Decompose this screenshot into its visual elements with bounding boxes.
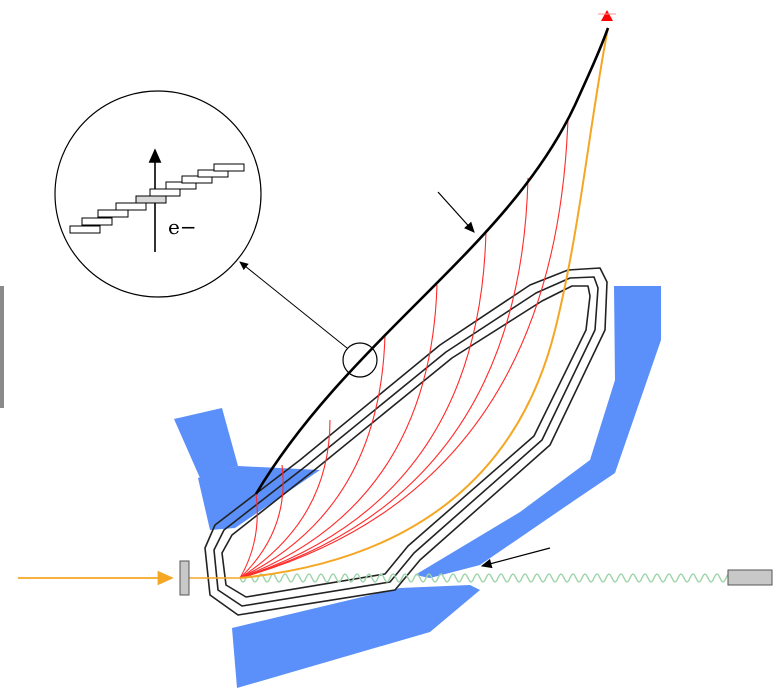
red-trajectory (239, 419, 331, 579)
chamber-outline-inner (221, 285, 591, 598)
red-trajectory (239, 177, 529, 579)
red-trajectory (239, 493, 258, 579)
red-trajectory (239, 284, 438, 579)
detector-block (727, 569, 773, 586)
red-trajectory (239, 334, 386, 579)
pointer-arrow-envelope (437, 191, 475, 233)
red-trajectory (239, 464, 284, 579)
red-trajectory (239, 229, 487, 579)
photon-wave (239, 573, 729, 583)
magnet-upper-left (174, 408, 238, 478)
vacuum-chamber (204, 267, 608, 616)
inset-magnifier: e− (54, 90, 262, 298)
magnet-left-wedge (198, 466, 320, 530)
black-envelope-curve (254, 27, 610, 495)
electron-label: e− (168, 215, 197, 239)
red-arrowhead (601, 10, 613, 21)
magnet-right-large (415, 286, 661, 578)
left-edge-strip (0, 286, 4, 408)
chamber-outline-middle (213, 276, 599, 607)
pointer-arrow-photon (480, 547, 551, 569)
inset-connector (239, 261, 348, 349)
chamber-outline-outer (204, 267, 608, 616)
red-trajectories (239, 117, 569, 579)
magnify-spot (342, 342, 378, 378)
staircase-energy-levels-icon (69, 163, 245, 234)
red-trajectory (239, 117, 569, 579)
magnet-bottom (232, 585, 480, 688)
orange-trajectory (239, 27, 609, 579)
target-foil (179, 560, 190, 596)
